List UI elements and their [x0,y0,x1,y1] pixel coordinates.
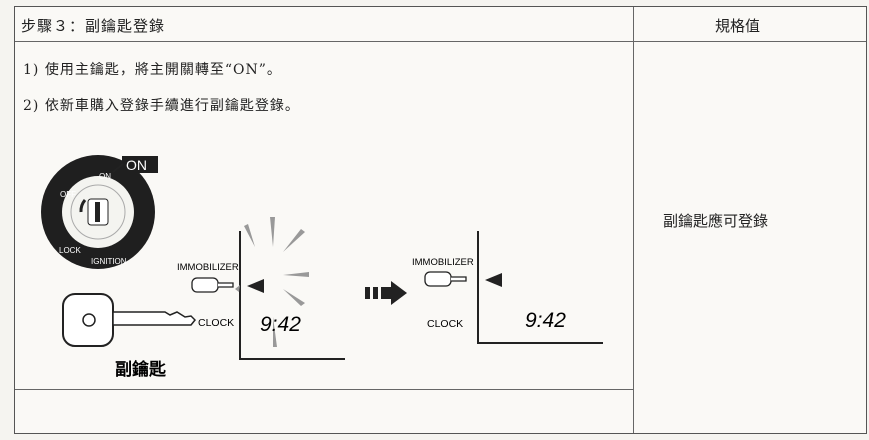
switch-off-label: OFF [60,190,76,199]
procedure-sheet: 步驟３：副鑰匙登錄 規格值 1) 使用主鑰匙，將主開關轉至“ON”。 2) 依新… [14,6,867,434]
switch-ignition-label: IGNITION [91,257,127,266]
spec-value: 副鑰匙應可登錄 [663,212,769,230]
footer-divider [15,389,633,390]
on-tag: ON [112,156,158,173]
immobilizer-label-2: IMMOBILIZER [412,257,474,268]
instruction-1: 1) 使用主鑰匙，將主開關轉至“ON”。 [23,62,282,78]
transition-arrow [365,281,407,305]
spec-column-title: 規格值 [715,17,761,35]
ignition-switch-illustration [41,155,155,269]
sub-key-caption: 副鑰匙 [115,359,167,380]
immobilizer-key-icon-1 [191,277,234,293]
meter-display-2: IMMOBILIZER CLOCK 9:42 [412,231,603,344]
sub-key-illustration [62,293,197,347]
meter-display-1: IMMOBILIZER CLOCK 9:42 [177,217,345,360]
on-tag-text: ON [126,157,147,173]
immobilizer-key-icon-2 [424,271,467,287]
flash-rays [235,217,309,347]
step-title: 步驟３：副鑰匙登錄 [21,17,166,35]
registration-diagram: ON ON OFF LOCK IGNITION 副鑰匙 [41,155,603,380]
immobilizer-label-1: IMMOBILIZER [177,262,239,273]
clock-label-2: CLOCK [427,318,463,330]
clock-value-1: 9:42 [260,313,301,336]
switch-on-label: ON [99,172,111,181]
header-divider [15,41,866,42]
clock-label-1: CLOCK [198,317,234,329]
clock-value-2: 9:42 [525,309,566,332]
switch-lock-label: LOCK [59,246,81,255]
column-divider [633,7,634,433]
instruction-2: 2) 依新車購入登錄手續進行副鑰匙登錄。 [23,98,300,114]
